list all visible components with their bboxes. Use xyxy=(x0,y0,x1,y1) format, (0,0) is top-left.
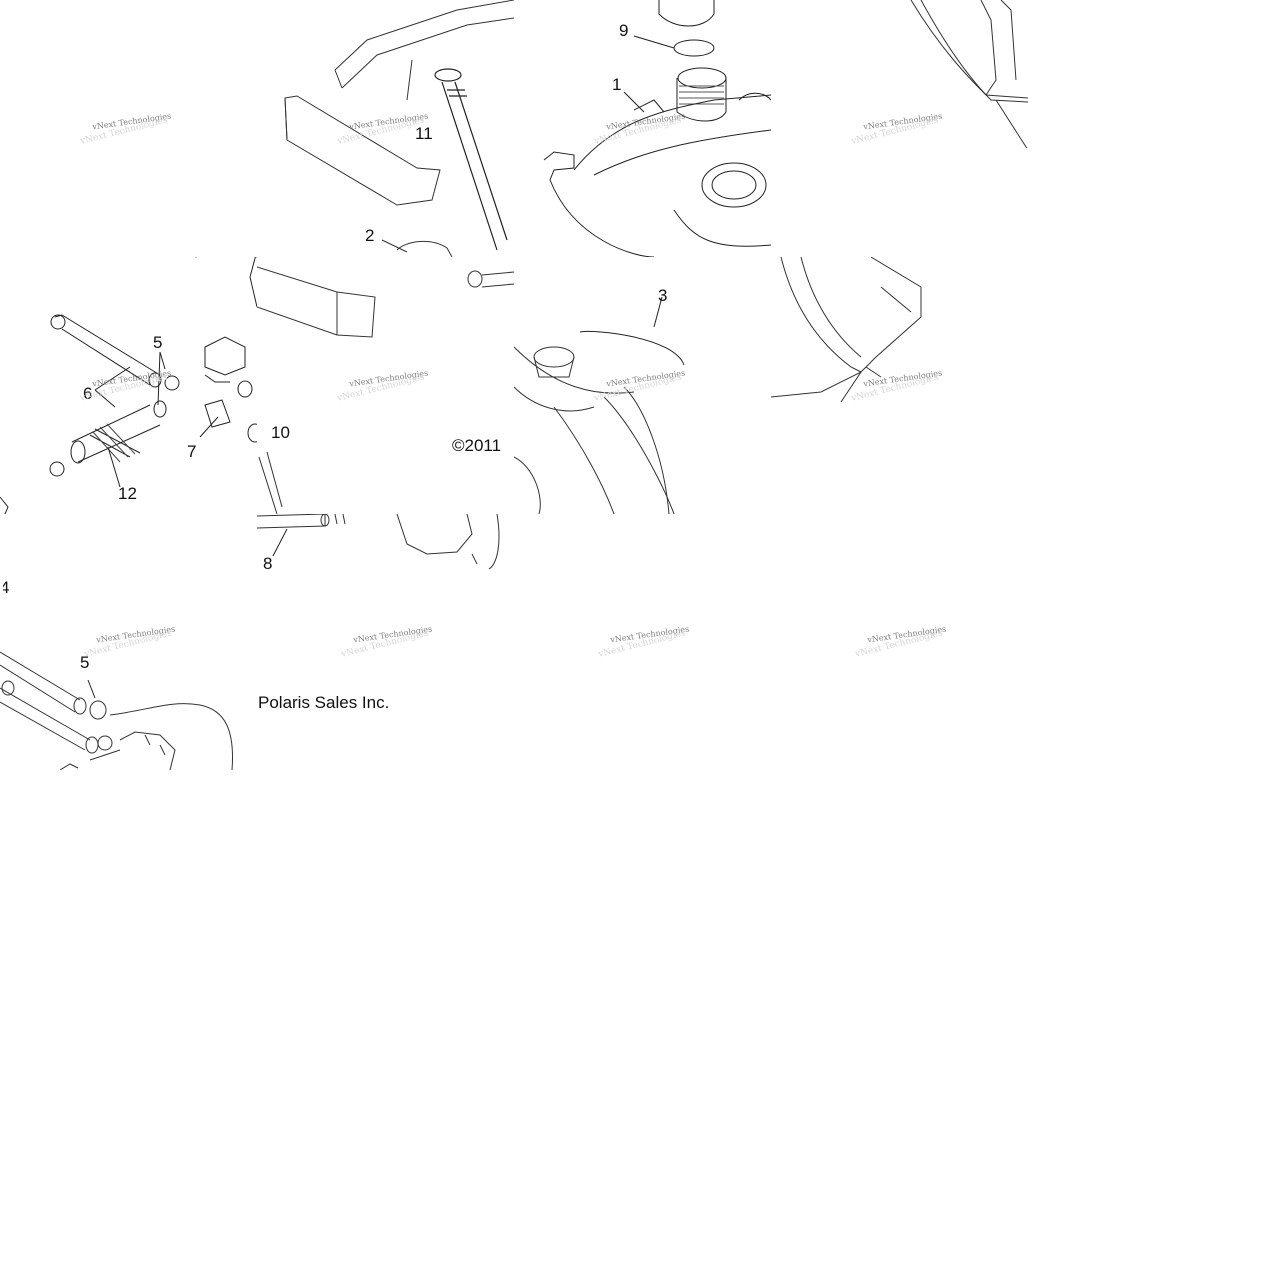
callout-7: 7 xyxy=(187,442,197,461)
seat-handle-drawing xyxy=(284,0,514,257)
callout-6: 6 xyxy=(83,384,93,403)
callout-8: 8 xyxy=(263,554,273,573)
lines-pump-drawing xyxy=(0,651,234,770)
tank-side-lower-drawing xyxy=(771,257,922,403)
callout-5: 5 xyxy=(80,653,90,672)
callout-9: 9 xyxy=(619,21,629,40)
fuel-tank-top-drawing xyxy=(543,0,771,257)
hose-bracket-drawing xyxy=(257,514,500,570)
fuel-lines-drawing xyxy=(0,257,257,514)
tank-lower-drawing xyxy=(514,296,685,514)
callout-10: 10 xyxy=(271,423,290,442)
copyright-notice: ©2011 xyxy=(452,436,502,455)
tile-hose-bracket: 8 xyxy=(257,514,502,574)
leader-lines xyxy=(623,35,675,113)
hose-drawing xyxy=(257,266,514,514)
callout-11: 11 xyxy=(415,124,433,143)
callout-3: 3 xyxy=(658,286,668,305)
callout-12: 12 xyxy=(118,484,137,503)
company-name: Polaris Sales Inc. xyxy=(258,693,390,712)
callout-2: 2 xyxy=(365,226,375,245)
callout-5: 5 xyxy=(153,333,163,352)
callout-4: 4 xyxy=(0,578,10,597)
tank-side-drawing xyxy=(910,0,1028,148)
tile-lines-pump: 5 xyxy=(0,640,235,770)
callout-1: 1 xyxy=(612,75,622,94)
